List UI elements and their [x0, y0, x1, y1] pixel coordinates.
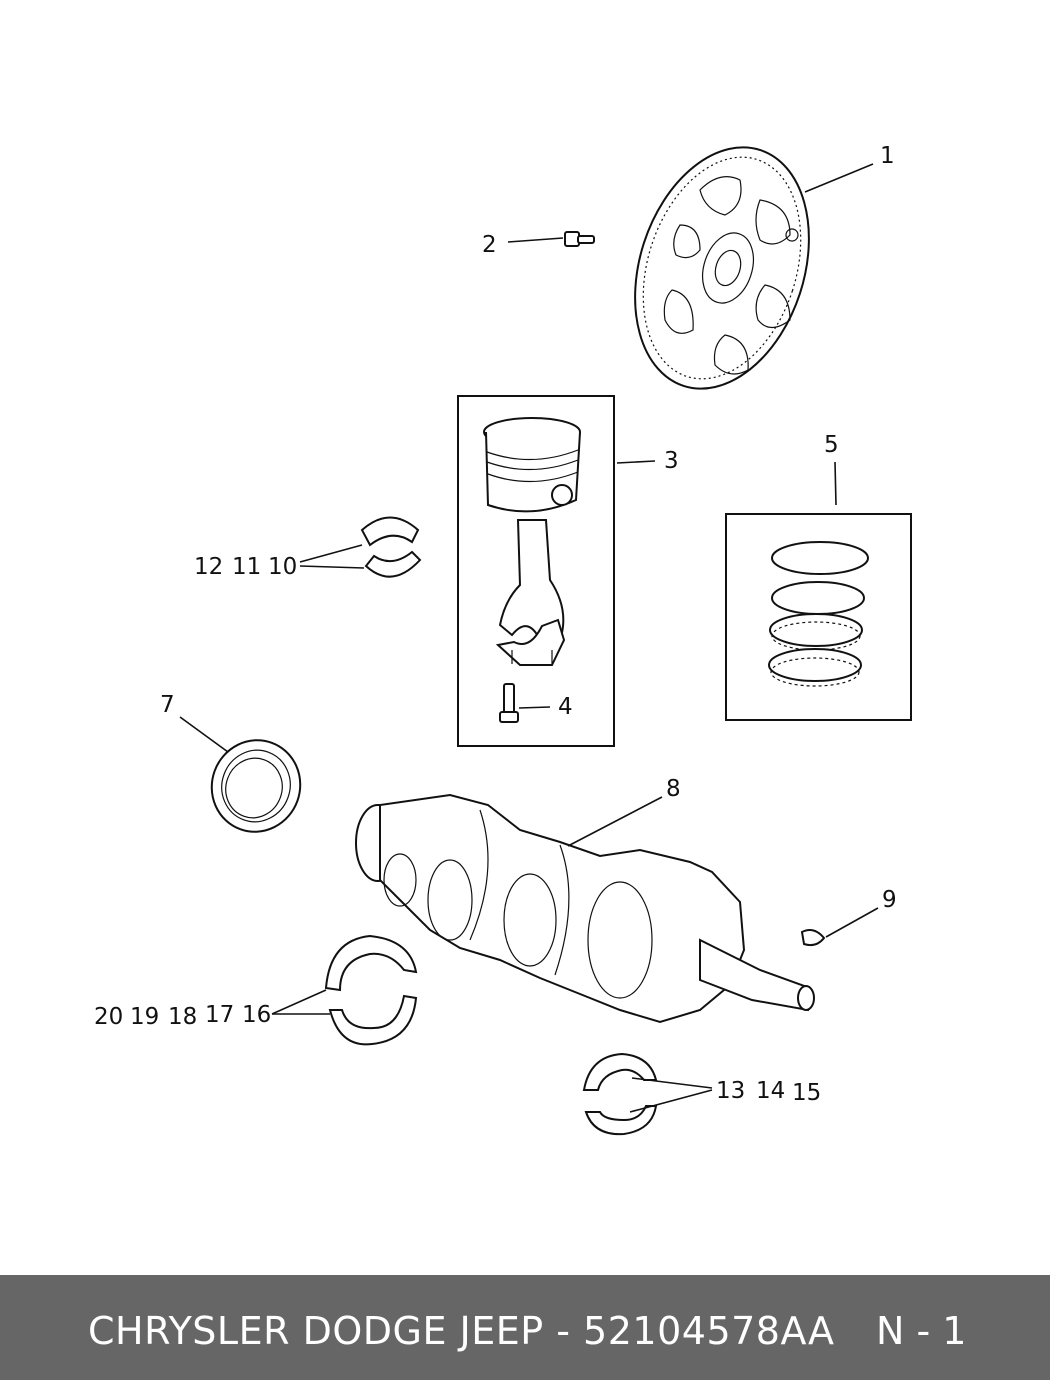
flexplate-part-1 [634, 146, 874, 390]
crankshaft-part-8 [355, 793, 815, 1024]
flexplate-bolt-part-2 [507, 231, 595, 247]
callout-13: 13 [716, 1078, 745, 1104]
callout-17: 17 [205, 1002, 234, 1028]
callout-8: 8 [666, 776, 681, 802]
callout-5: 5 [824, 432, 839, 458]
footer-bar [0, 1275, 1050, 1380]
rear-main-seal-part-7 [179, 716, 302, 833]
callout-10: 10 [268, 554, 297, 580]
callout-14: 14 [756, 1078, 785, 1104]
callout-16: 16 [242, 1002, 271, 1028]
piston-rod-assembly-part-3 [457, 395, 656, 747]
callout-19: 19 [130, 1004, 159, 1030]
callout-18: 18 [168, 1004, 197, 1030]
parts-diagram: 1 2 3 4 5 [94, 143, 912, 1136]
footer-page-number: N - 1 [876, 1309, 967, 1353]
callout-11: 11 [232, 554, 261, 580]
callout-4: 4 [558, 694, 573, 720]
callout-3: 3 [664, 448, 679, 474]
callout-1: 1 [880, 143, 895, 169]
callout-15: 15 [792, 1080, 821, 1106]
callout-20: 20 [94, 1004, 123, 1030]
callout-12: 12 [194, 554, 223, 580]
callout-7: 7 [160, 692, 175, 718]
footer-title: CHRYSLER DODGE JEEP - 52104578AA [88, 1309, 835, 1353]
thrust-bearing-parts-13-15 [582, 1052, 713, 1136]
rod-bolt-part-4 [499, 683, 551, 723]
piston-ring-set-part-5 [725, 461, 912, 721]
callout-9: 9 [882, 887, 897, 913]
rod-bearing-parts-10-11-12 [299, 516, 422, 578]
crank-key-part-9 [800, 907, 879, 947]
callout-2: 2 [482, 232, 497, 258]
main-bearing-parts-16-20 [271, 934, 418, 1046]
